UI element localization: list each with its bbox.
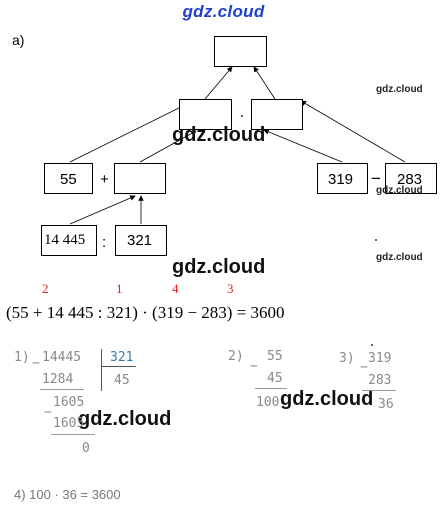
expression: (55 + 14 445 : 321) · (319 − 283) = 3600: [6, 303, 285, 322]
value-283: 283: [397, 171, 423, 188]
right-result-box: [251, 99, 303, 130]
step3-minus: −: [360, 360, 368, 375]
step1-rem2: 0: [82, 441, 90, 456]
box-55: [44, 163, 93, 194]
step3-line: [362, 390, 396, 391]
arrow-55-to-left: [69, 100, 194, 163]
step1-sub2: 1605: [53, 416, 85, 431]
step1-sub1: 1284: [42, 372, 74, 387]
value-319: 319: [328, 171, 354, 188]
watermark: gdz.cloud: [78, 408, 172, 430]
step1-label: 1): [14, 350, 30, 365]
step4-line: 4) 100 · 36 = 3600: [14, 487, 121, 502]
step1-divisor-line: [101, 366, 136, 367]
box-321: [115, 225, 167, 256]
watermark-small: gdz.cloud: [376, 252, 423, 263]
watermark: gdz.cloud: [172, 256, 266, 278]
site-title: gdz.cloud: [182, 2, 265, 21]
order-number: 3: [227, 281, 234, 296]
arrow-right-to-top: [253, 66, 276, 100]
box-14445: [41, 225, 97, 256]
part-label: а): [12, 32, 25, 48]
arrow-319-to-right: [263, 129, 343, 163]
step1-minus2: −: [44, 405, 52, 420]
step1-dividend: 14445: [42, 350, 82, 365]
mult-dot: [241, 115, 243, 117]
step1-line1: [40, 389, 84, 390]
step2-line: [255, 388, 287, 389]
root-box: [214, 36, 267, 67]
left-result-box: [179, 99, 232, 130]
step3-b: 283: [368, 373, 392, 388]
order-number: 4: [172, 281, 179, 296]
value-321: 321: [127, 232, 153, 249]
box-283: [385, 163, 437, 194]
watermark: gdz.cloud: [172, 124, 266, 146]
step1-minus: −: [32, 356, 40, 371]
box-319: [317, 163, 368, 194]
stray-dot: [375, 239, 377, 241]
arrow-left-to-top: [204, 66, 233, 100]
sum-box: [114, 163, 166, 194]
step2-result: 100: [256, 395, 280, 410]
value-14445: 14 445: [44, 232, 86, 248]
stray-dot: [371, 344, 373, 346]
step1-line2: [51, 434, 95, 435]
value-55: 55: [60, 171, 77, 188]
watermark: gdz.cloud: [280, 388, 374, 410]
step2-b: 45: [267, 371, 283, 386]
minus-sign: −: [371, 169, 381, 188]
watermark-small: gdz.cloud: [376, 185, 423, 196]
step3-result: 36: [378, 397, 394, 412]
step2-minus: −: [250, 359, 258, 374]
step1-quotient: 45: [114, 373, 130, 388]
step1-divisor: 321: [110, 350, 134, 365]
step2-a: 55: [267, 349, 283, 364]
tree-arrows: [69, 66, 406, 225]
order-number: 1: [116, 281, 123, 296]
divide-sign: :: [102, 234, 107, 251]
step2-label: 2): [228, 349, 244, 364]
watermark-small: gdz.cloud: [376, 84, 423, 95]
step1-rem1: 1605: [53, 395, 85, 410]
step1-division-bar: [101, 349, 102, 391]
step3-a: 319: [368, 351, 392, 366]
arrow-sum-to-left: [139, 130, 197, 163]
order-number: 2: [42, 281, 49, 296]
arrow-283-to-right: [300, 100, 406, 163]
step3-label: 3): [339, 351, 355, 366]
arrow-14445-to-sum: [69, 195, 136, 225]
plus-sign: +: [100, 171, 109, 188]
